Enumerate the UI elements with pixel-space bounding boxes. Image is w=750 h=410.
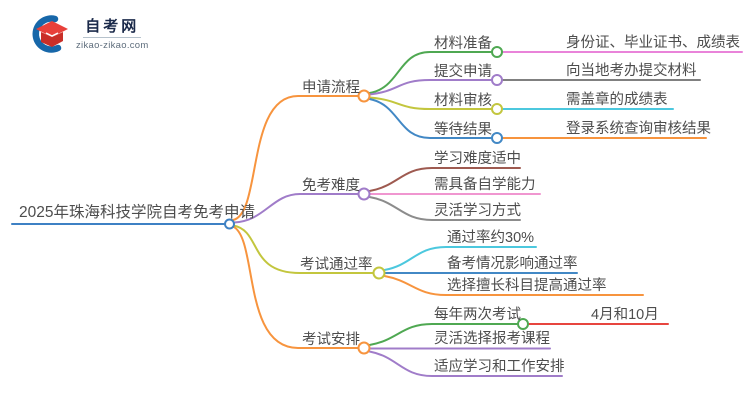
node-circle-material-review[interactable]: [491, 103, 503, 115]
logo-title: 自考网: [85, 17, 140, 35]
edge-adapt-study-work: [368, 350, 563, 377]
node-circle-root[interactable]: [224, 218, 235, 230]
logo-domain: zikao-zikao.com: [76, 39, 149, 51]
node-material-review[interactable]: 材料审核: [434, 93, 492, 109]
node-circle-two-exams-per-year[interactable]: [517, 318, 529, 330]
edge-branch-application-process: [232, 95, 359, 221]
edge-wait-result: [368, 98, 493, 139]
leaf-submit-to-local-office[interactable]: 向当地考办提交材料: [566, 63, 697, 79]
branch-exemption-difficulty[interactable]: 免考难度: [302, 178, 360, 194]
node-circle-exam-pass-rate[interactable]: [372, 266, 386, 280]
edge-pass-rate-30: [383, 246, 537, 271]
branch-exam-schedule[interactable]: 考试安排: [302, 332, 360, 348]
node-circle-submit-application[interactable]: [491, 74, 503, 86]
edge-branch-exemption-difficulty: [233, 193, 359, 224]
leaf-adapt-study-work[interactable]: 适应学习和工作安排: [434, 359, 565, 375]
edge-submit-application: [368, 79, 493, 96]
leaf-check-result-online[interactable]: 登录系统查询审核结果: [566, 121, 711, 137]
node-circle-application-process[interactable]: [357, 89, 371, 103]
leaf-april-october[interactable]: 4月和10月: [591, 307, 659, 323]
graduation-cap-icon: [32, 15, 68, 53]
edge-branch-exam-schedule: [232, 225, 359, 349]
logo-divider: [83, 36, 142, 38]
node-circle-exam-schedule[interactable]: [357, 341, 371, 355]
edge-material-preparation: [368, 51, 493, 94]
edge-moderate-difficulty: [368, 167, 521, 192]
node-submit-application[interactable]: 提交申请: [434, 64, 492, 80]
leaf-stamped-transcript[interactable]: 需盖章的成绩表: [566, 92, 668, 108]
leaf-id-documents[interactable]: 身份证、毕业证书、成绩表: [566, 35, 740, 51]
leaf-moderate-difficulty[interactable]: 学习难度适中: [434, 151, 521, 167]
node-circle-exemption-difficulty[interactable]: [357, 187, 371, 201]
branch-exam-pass-rate[interactable]: 考试通过率: [300, 257, 373, 273]
leaf-preparation-affects[interactable]: 备考情况影响通过率: [447, 256, 578, 272]
leaf-pass-rate-30[interactable]: 通过率约30%: [447, 230, 535, 246]
node-material-preparation[interactable]: 材料准备: [434, 36, 492, 52]
logo[interactable]: 自考网 zikao-zikao.com: [30, 12, 149, 56]
node-circle-wait-result[interactable]: [491, 132, 503, 144]
node-root[interactable]: 2025年珠海科技学院自考免考申请: [19, 204, 255, 221]
branch-application-process[interactable]: 申请流程: [302, 80, 360, 96]
edge-branch-exam-pass-rate: [232, 224, 374, 274]
leaf-self-study-ability[interactable]: 需具备自学能力: [434, 177, 536, 193]
leaf-flexible-learning[interactable]: 灵活学习方式: [434, 203, 521, 219]
leaf-flexible-course-selection[interactable]: 灵活选择报考课程: [434, 331, 550, 347]
edge-flexible-learning: [368, 196, 521, 221]
edge-choose-strong-subjects: [383, 275, 644, 296]
node-two-exams-per-year[interactable]: 每年两次考试: [434, 307, 521, 323]
edge-two-exams-per-year: [368, 323, 518, 346]
edge-material-review: [368, 96, 493, 110]
node-circle-material-preparation[interactable]: [491, 46, 503, 58]
leaf-choose-strong-subjects[interactable]: 选择擅长科目提高通过率: [447, 278, 607, 294]
node-wait-result[interactable]: 等待结果: [434, 122, 492, 138]
